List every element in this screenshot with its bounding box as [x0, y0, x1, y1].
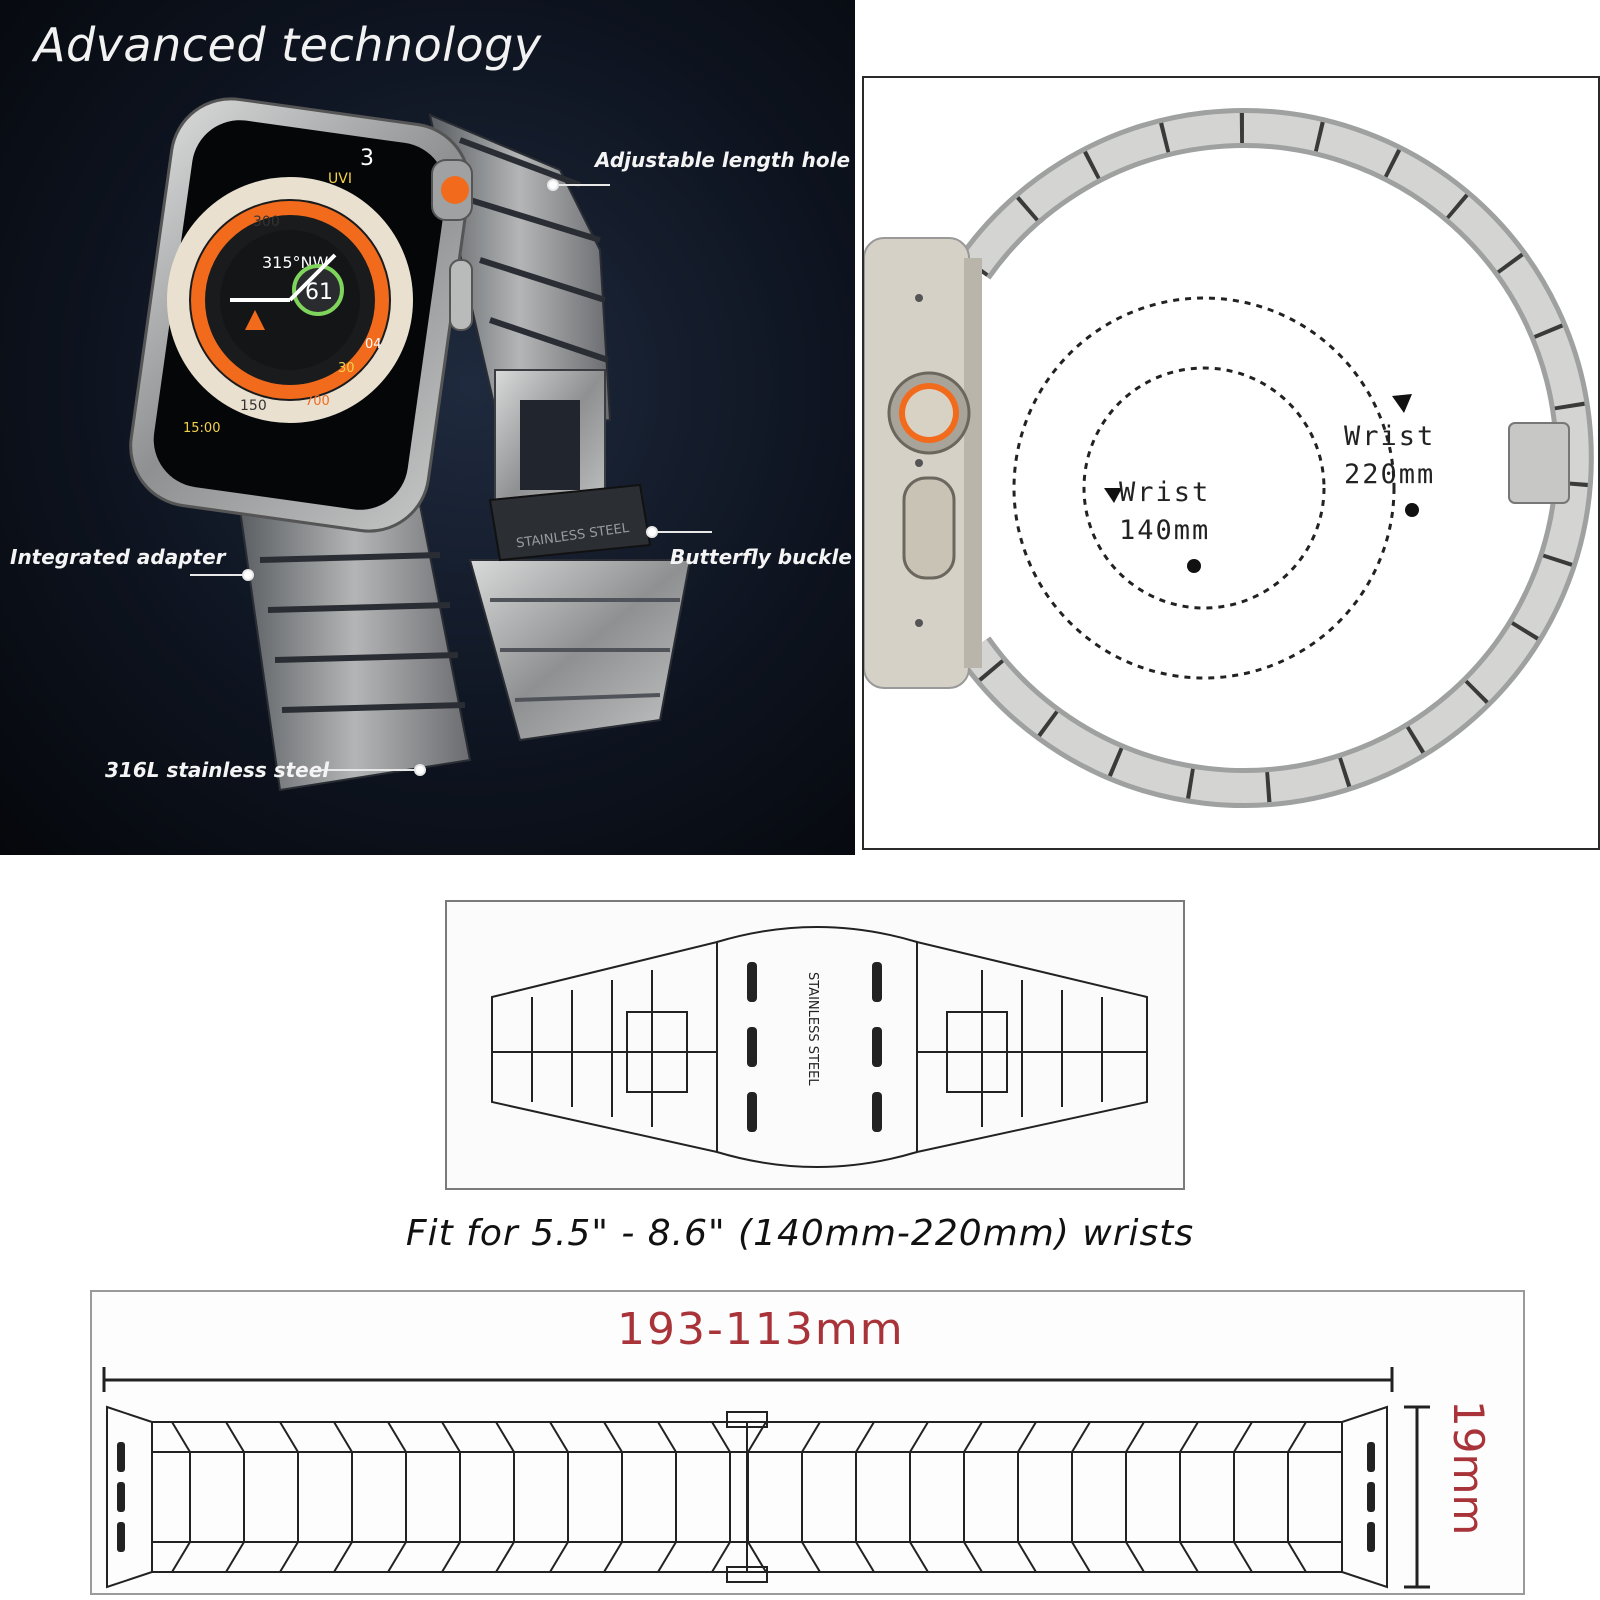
band-link — [1179, 1421, 1199, 1573]
band-link — [1017, 1421, 1037, 1573]
clasp — [1508, 422, 1570, 504]
width-dimension-line — [1404, 1405, 1430, 1589]
flat-band-panel: STAINLESS STEEL — [445, 900, 1185, 1190]
face-150: 150 — [240, 398, 267, 414]
adapter-pins — [747, 962, 882, 1132]
size-circles — [1012, 296, 1396, 680]
band-link — [441, 1421, 461, 1573]
outer-wrist-label: Wrist 220mm — [1344, 421, 1436, 490]
inner-arrow — [1104, 488, 1122, 503]
outer-start-dot — [1405, 503, 1419, 517]
face-uvi: UVI — [328, 171, 352, 187]
band-link — [1287, 1421, 1307, 1573]
face-30: 30 — [338, 361, 355, 376]
inner-start-dot — [1187, 559, 1201, 573]
band-link — [171, 1421, 191, 1573]
length-panel: 193-113mm 19mm — [90, 1290, 1525, 1595]
length-drawing: 19mm — [102, 1367, 1493, 1589]
wrist-size-panel: Wrist 140mm Wrist 220mm — [862, 76, 1600, 850]
feature-panel: STAINLESS STEEL 3 UVI 315°NW 61 300 150 … — [0, 0, 855, 855]
face-time: 15:00 — [183, 421, 220, 436]
callout-butterfly-buckle: Butterfly buckle — [670, 545, 852, 569]
band-link — [1071, 1421, 1091, 1573]
band-link — [855, 1421, 875, 1573]
callout-integrated-adapter: Integrated adapter — [10, 545, 226, 569]
length-dimension-line — [102, 1367, 1394, 1392]
band-link — [747, 1421, 767, 1573]
band-link — [603, 1421, 623, 1573]
band-link — [279, 1421, 299, 1573]
band-link — [657, 1421, 677, 1573]
band-link — [1233, 1421, 1253, 1573]
band-link — [333, 1421, 353, 1573]
lower-band — [238, 503, 692, 792]
band-link — [387, 1421, 407, 1573]
band-link — [909, 1421, 929, 1573]
face-top-number: 3 — [360, 146, 374, 171]
band-link — [225, 1421, 245, 1573]
face-300: 300 — [253, 214, 280, 230]
face-center-number: 61 — [305, 280, 333, 305]
callout-adjustable-hole: Adjustable length hole — [595, 148, 851, 172]
watch-face: 3 UVI 315°NW 61 300 150 700 30 04 15:00 — [167, 146, 413, 436]
band-link — [495, 1421, 515, 1573]
watch-illustration: STAINLESS STEEL 3 UVI 315°NW 61 300 150 … — [129, 97, 712, 792]
band-link — [1125, 1421, 1145, 1573]
band-links — [171, 1421, 1307, 1573]
end-pins — [117, 1442, 1375, 1552]
watch-side — [864, 237, 982, 689]
inner-wrist-label: Wrist 140mm — [1119, 477, 1211, 546]
wrist-diagram — [864, 108, 1594, 808]
callout-lines — [190, 179, 712, 776]
flat-band-engraving: STAINLESS STEEL — [805, 972, 820, 1086]
band-link — [801, 1421, 821, 1573]
face-700: 700 — [305, 394, 330, 409]
callout-steel: 316L stainless steel — [105, 758, 330, 782]
butterfly-buckle-illustration: STAINLESS STEEL — [488, 369, 652, 562]
length-label: 193-113mm — [617, 1304, 905, 1355]
width-label: 19mm — [1444, 1400, 1493, 1535]
band-link — [711, 1421, 731, 1573]
flat-band-drawing: STAINLESS STEEL — [491, 926, 1148, 1168]
feature-title: Advanced technology — [34, 18, 542, 72]
band-link — [963, 1421, 983, 1573]
band-link — [549, 1421, 569, 1573]
outer-arrow — [1392, 394, 1412, 413]
band-ring — [957, 108, 1594, 808]
fit-text: Fit for 5.5" - 8.6" (140mm-220mm) wrists — [405, 1213, 1195, 1254]
face-04: 04 — [365, 337, 382, 352]
